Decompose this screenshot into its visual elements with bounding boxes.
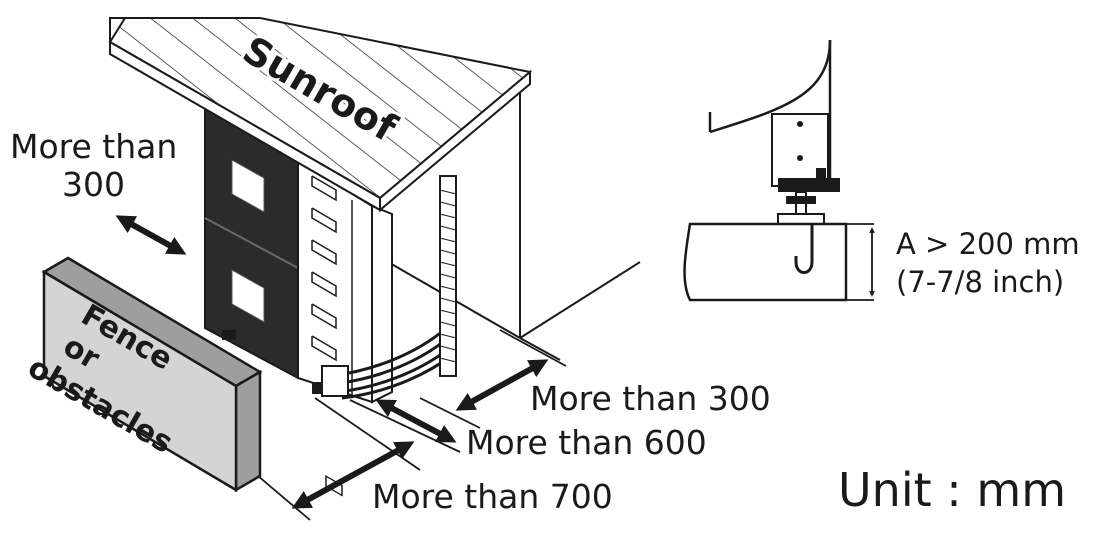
unit-label: Unit : mm (838, 463, 1066, 517)
lower-fan-grille (231, 269, 265, 323)
service-clearance-arrow (375, 399, 457, 443)
clearance-arrows (115, 215, 549, 509)
rear-clearance-arrow (455, 359, 549, 411)
front-clearance-arrow (291, 441, 415, 509)
service-clearance-label: More than 600 (466, 423, 707, 462)
side-clearance-arrow (115, 215, 187, 255)
side-clearance-label-line2: 300 (62, 165, 125, 204)
mounting-detail (683, 39, 875, 302)
upper-fan-grille (231, 159, 265, 213)
rear-clearance-label: More than 300 (530, 379, 771, 418)
front-clearance-label: More than 700 (372, 477, 613, 516)
sunroof: Sunroof (108, 17, 533, 213)
outdoor-unit (204, 106, 457, 497)
side-clearance-label-line1: More than (10, 127, 177, 166)
height-label-line1: A > 200 mm (896, 227, 1080, 261)
height-label-line2: (7-7/8 inch) (896, 265, 1064, 299)
